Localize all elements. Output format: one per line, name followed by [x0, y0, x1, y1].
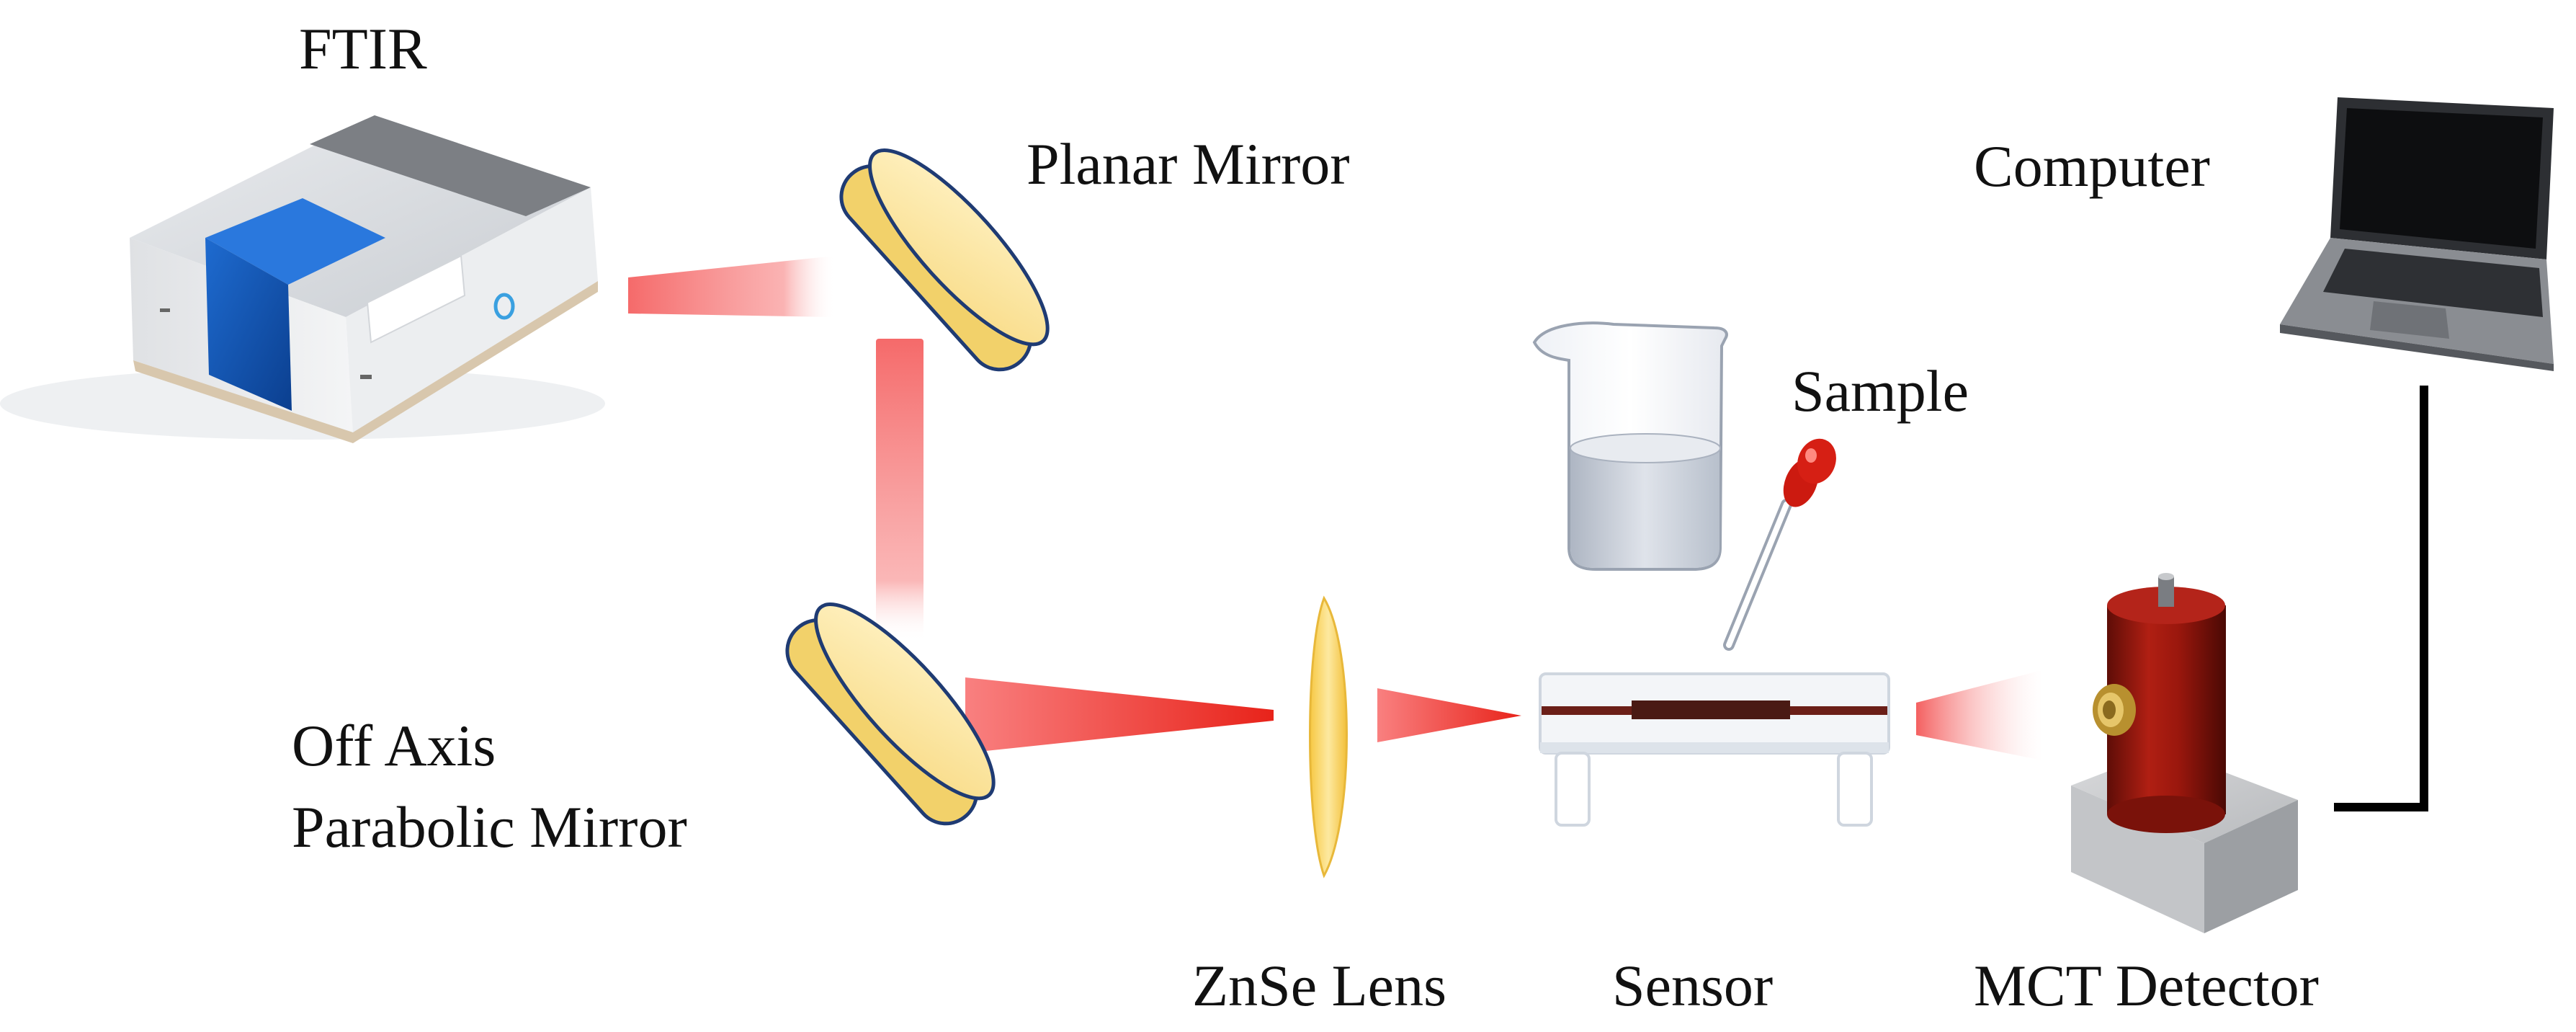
parabolic-mirror-icon [785, 602, 996, 826]
label-planar-mirror: Planar Mirror [1027, 131, 1350, 197]
cable-laptop-to-detector [2334, 386, 2428, 811]
beam-lens-to-sensor [1377, 688, 1521, 742]
label-znse-lens: ZnSe Lens [1192, 953, 1446, 1018]
ftir-instrument-icon [0, 115, 605, 443]
ir-beam-paths [628, 256, 2042, 760]
beam-planar-to-parabolic [876, 339, 923, 641]
znse-lens-icon [1309, 595, 1348, 878]
dropper-icon [1723, 438, 1836, 651]
beaker-icon [1532, 321, 1728, 571]
sensor-icon [1539, 672, 1890, 827]
label-sensor: Sensor [1612, 953, 1773, 1018]
label-ftir: FTIR [299, 16, 427, 81]
beam-parabolic-to-lens [965, 677, 1274, 753]
label-off-axis-line2: Parabolic Mirror [292, 794, 687, 860]
planar-mirror-icon [839, 148, 1050, 372]
laptop-icon [2280, 97, 2554, 371]
label-sample: Sample [1792, 358, 1969, 424]
label-mct-detector: MCT Detector [1974, 953, 2319, 1018]
mct-detector-icon [2071, 573, 2298, 933]
label-off-axis-line1: Off Axis [292, 713, 496, 778]
label-computer: Computer [1974, 133, 2210, 199]
beam-ftir-to-planar [628, 256, 836, 317]
beam-sensor-to-detector [1916, 670, 2042, 760]
